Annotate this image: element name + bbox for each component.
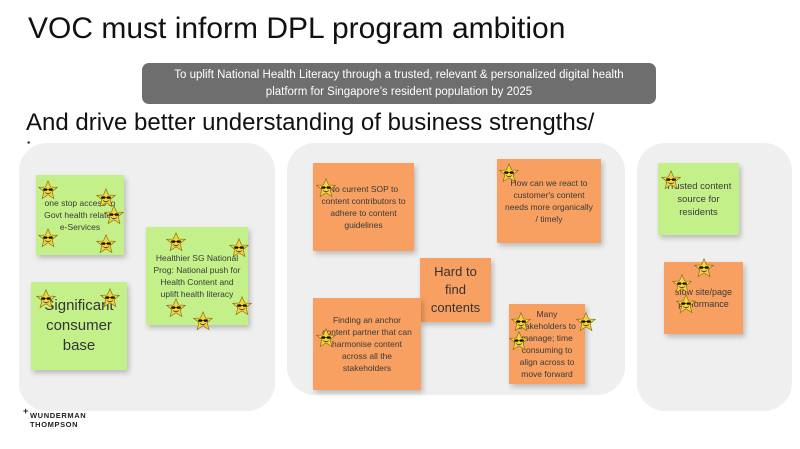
note-text: Trusted content source for residents (665, 180, 732, 218)
note-text: Significant consumer base (44, 297, 114, 354)
star-sunglasses-icon (38, 180, 58, 200)
note-text: Healthier SG National Prog: National pus… (153, 253, 241, 299)
star-sunglasses-icon (229, 238, 249, 258)
star-sunglasses-icon (316, 328, 336, 348)
star-sunglasses-icon (104, 205, 124, 225)
note-text: Hard to find contents (430, 264, 481, 315)
logo-line-2: THOMPSON (30, 420, 79, 429)
note-text: slow site/page performance (674, 287, 733, 309)
note-text: Finding an anchor content partner that c… (322, 315, 412, 373)
note-text: one stop access to Govt health related e… (44, 198, 116, 232)
star-sunglasses-icon (166, 232, 186, 252)
star-sunglasses-icon (509, 331, 529, 351)
sticky-note-healthier-sg: Healthier SG National Prog: National pus… (146, 227, 248, 325)
star-sunglasses-icon (166, 298, 186, 318)
slide-subtitle: And drive better understanding of busine… (26, 109, 595, 144)
note-text: Many stakeholders to manage; time consum… (518, 309, 576, 379)
star-sunglasses-icon (96, 234, 116, 254)
star-sunglasses-icon (676, 294, 696, 314)
slide-title: VOC must inform DPL program ambition (28, 12, 566, 45)
star-sunglasses-icon (499, 163, 519, 183)
star-sunglasses-icon (672, 274, 692, 294)
star-sunglasses-icon (511, 312, 531, 332)
sticky-note-slow-site: slow site/page performance (664, 262, 743, 334)
star-sunglasses-icon (661, 170, 681, 190)
ambition-banner: To uplift National Health Literacy throu… (142, 63, 656, 104)
star-sunglasses-icon (36, 289, 56, 309)
sticky-note-many-stakeholders: Many stakeholders to manage; time consum… (509, 304, 585, 384)
note-text: How can we react to customer's content n… (505, 178, 593, 224)
star-sunglasses-icon (232, 296, 252, 316)
sticky-note-hard-to-find: Hard to find contents (420, 258, 491, 322)
note-text: No current SOP to content contributors t… (321, 184, 406, 230)
star-sunglasses-icon (316, 178, 336, 198)
star-sunglasses-icon (100, 288, 120, 308)
logo-line-1: WUNDERMAN (30, 411, 87, 420)
wunderman-thompson-logo: + WUNDERMAN THOMPSON (23, 406, 87, 430)
star-sunglasses-icon (38, 228, 58, 248)
star-sunglasses-icon (193, 311, 213, 331)
sticky-note-no-sop: No current SOP to content contributors t… (313, 163, 414, 251)
star-sunglasses-icon (576, 312, 596, 332)
star-sunglasses-icon (694, 258, 714, 278)
